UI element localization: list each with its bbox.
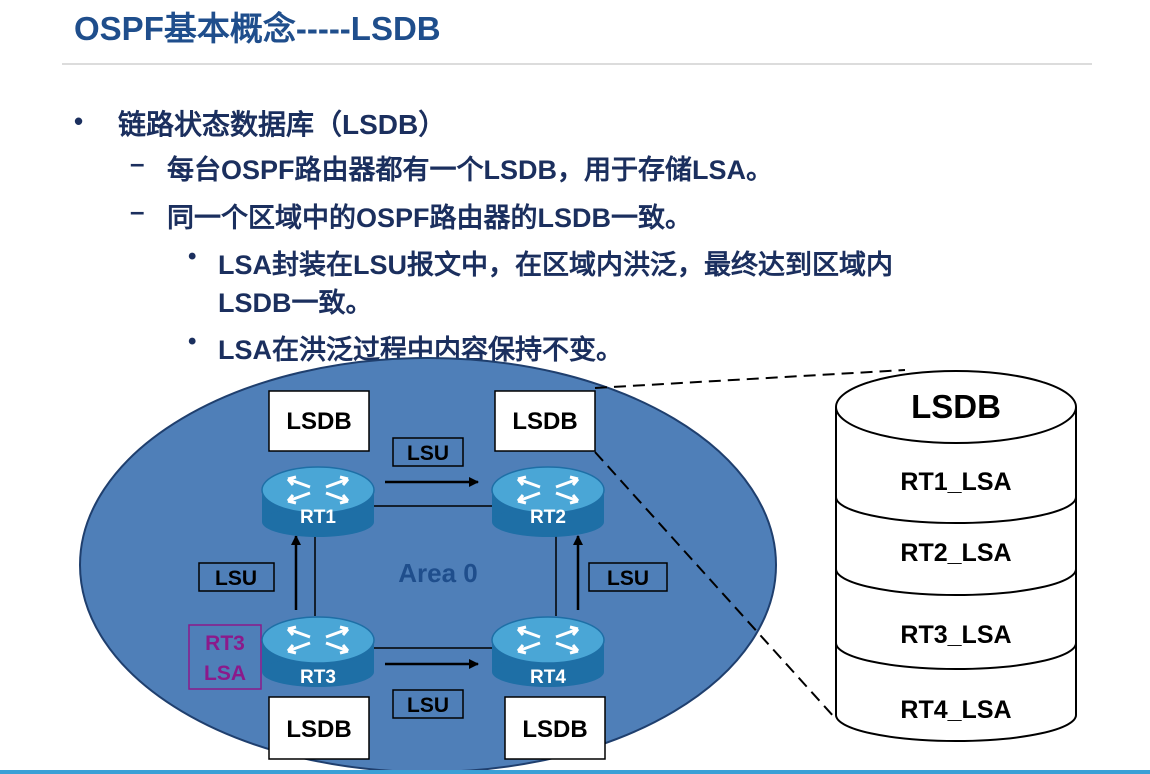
bullet-lsu-flood-1: LSA封装在LSU报文中，在区域内洪泛，最终达到区域内 [218,250,893,280]
rt3-lsa-tag: RT3 LSA [188,624,262,690]
router-rt3: RT3 [261,616,375,688]
svg-text:RT3: RT3 [300,667,336,688]
svg-text:RT1: RT1 [300,507,336,528]
svg-text:LSU: LSU [407,442,449,465]
bullet-same-area: 同一个区域中的OSPF路由器的LSDB一致。 [167,203,693,233]
database-entry: RT4_LSA [900,696,1011,724]
svg-text:RT3: RT3 [205,632,245,655]
bullet-dot-icon: • [188,243,197,270]
svg-text:LSDB: LSDB [286,716,351,743]
lsdb-box-rt3: LSDB [268,696,370,760]
lsu-label: LSU [588,562,668,592]
bullet-dot-icon: • [74,106,84,136]
title-divider [62,63,1092,65]
lsu-label: LSU [392,689,464,719]
dash-icon: – [130,196,145,226]
zoom-line-bottom [594,451,836,719]
svg-text:RT4: RT4 [530,667,566,688]
database-entry: RT1_LSA [900,468,1011,496]
bullet-dot-icon: • [188,328,197,355]
database-entry: RT3_LSA [900,621,1011,649]
bullet-each-router: 每台OSPF路由器都有一个LSDB，用于存储LSA。 [167,155,774,185]
svg-text:LSU: LSU [215,567,257,590]
svg-text:LSU: LSU [407,694,449,717]
svg-text:LSA: LSA [204,662,246,685]
svg-text:RT2: RT2 [530,507,566,528]
svg-text:LSDB: LSDB [512,408,577,435]
lsu-label: LSU [392,437,464,467]
lsdb-box-rt2: LSDB [494,390,596,452]
bottom-accent-bar [0,770,1150,774]
slide-title: OSPF基本概念-----LSDB [74,10,441,47]
bullet-lsu-flood-2: LSDB一致。 [218,288,373,318]
svg-text:LSDB: LSDB [286,408,351,435]
lsdb-database-cylinder: LSDB RT1_LSA RT2_LSA RT3_LSA RT4_LSA [835,370,1077,742]
database-entry: RT2_LSA [900,539,1011,567]
lsdb-box-rt4: LSDB [504,696,606,760]
svg-text:LSU: LSU [607,567,649,590]
database-title: LSDB [911,388,1001,425]
router-rt4: RT4 [491,616,605,688]
dash-icon: – [130,148,145,178]
lsu-label: LSU [198,562,275,592]
router-rt2: RT2 [491,466,605,537]
zoom-line-top [594,369,906,389]
lsdb-box-rt1: LSDB [268,390,370,452]
bullet-lsdb: 链路状态数据库（LSDB） [118,109,447,140]
area-label: Area 0 [398,558,478,588]
svg-text:LSDB: LSDB [522,716,587,743]
router-rt1: RT1 [261,466,375,537]
